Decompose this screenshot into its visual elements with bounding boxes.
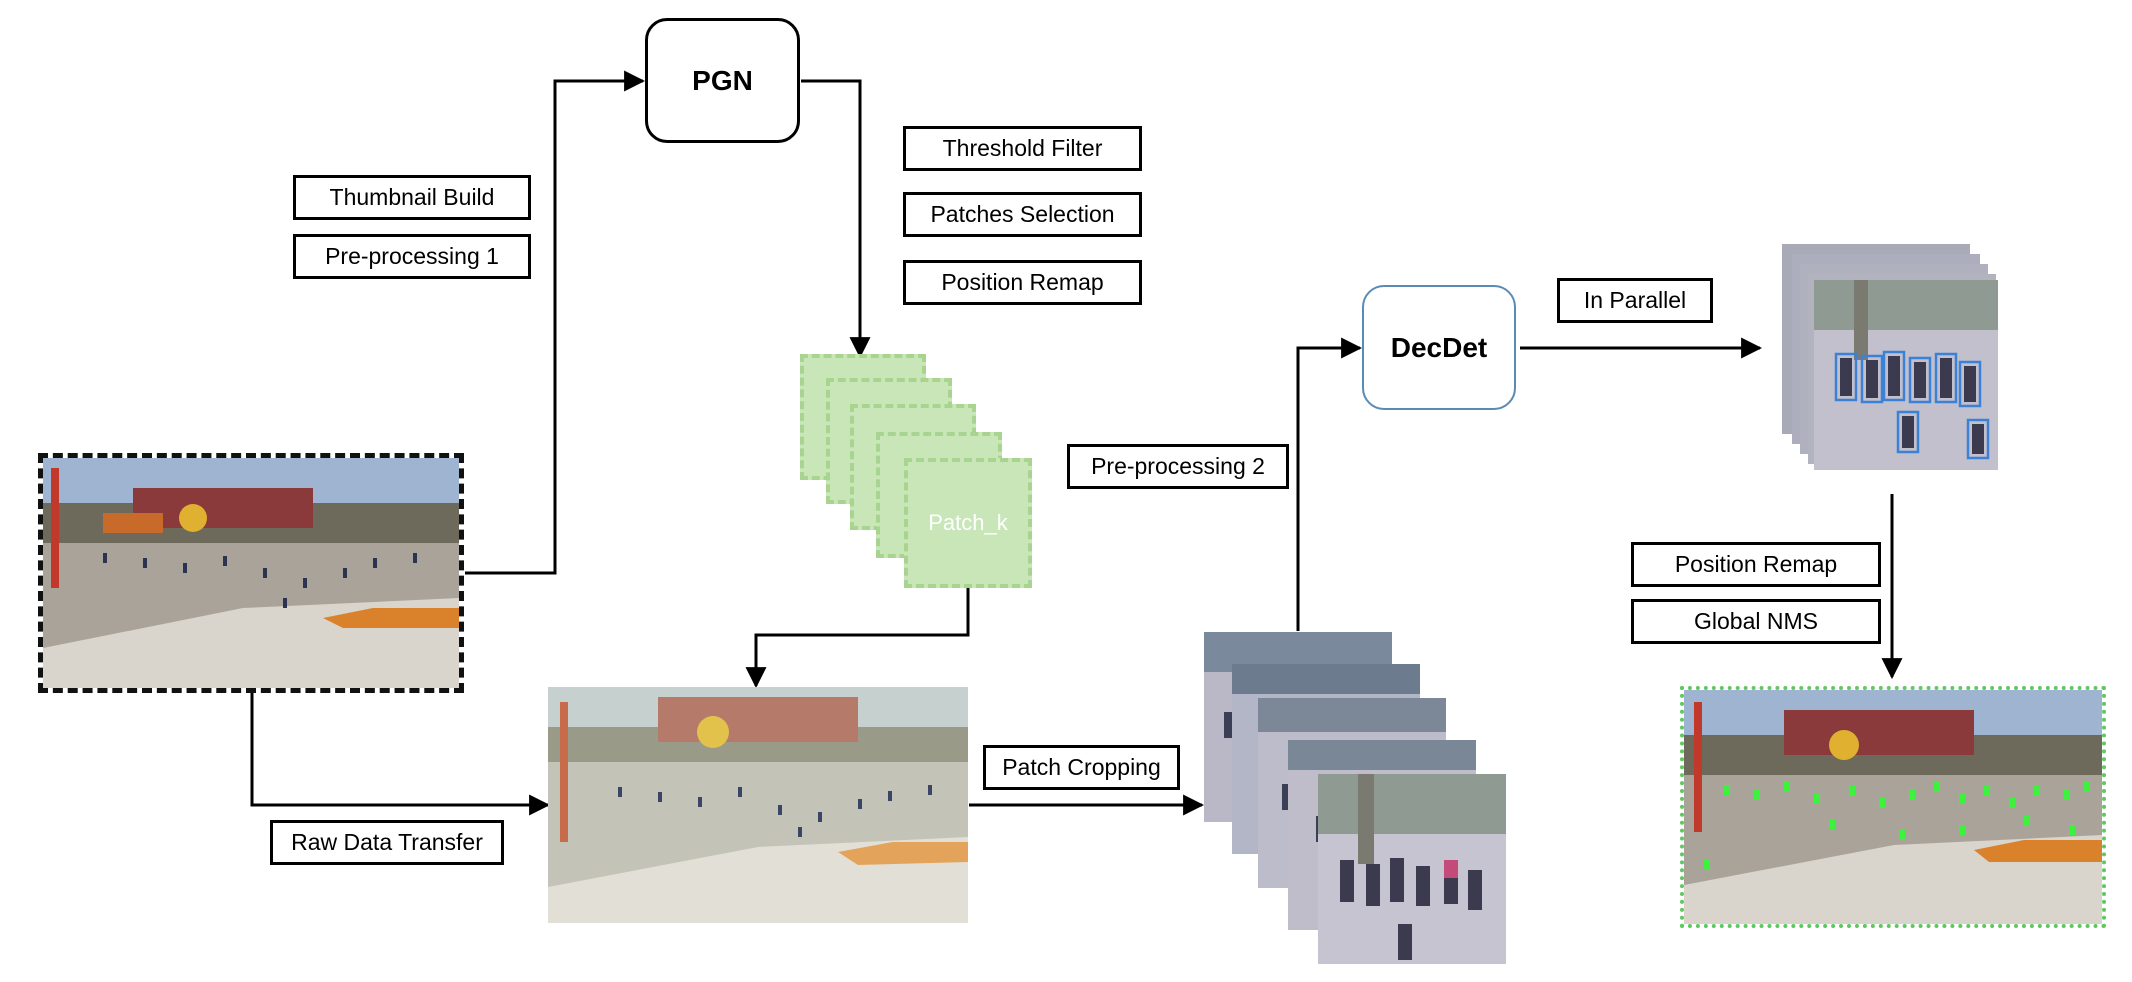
label-position-remap: Position Remap — [903, 260, 1142, 305]
arrow-image-to-pgn — [465, 70, 646, 575]
label-global-nms: Global NMS — [1631, 599, 1881, 644]
arrow-patches-to-full — [745, 588, 970, 689]
label-raw-data-transfer: Raw Data Transfer — [270, 820, 504, 865]
arrow-raw-transfer — [250, 693, 551, 816]
label-threshold-filter: Threshold Filter — [903, 126, 1142, 171]
label-thumbnail-build: Thumbnail Build — [293, 175, 531, 220]
label-patches-selection: Patches Selection — [903, 192, 1142, 237]
decdet-node: DecDet — [1362, 285, 1516, 410]
label-pre-processing-1: Pre-processing 1 — [293, 234, 531, 279]
label-pre-processing-2: Pre-processing 2 — [1067, 444, 1289, 489]
label-in-parallel: In Parallel — [1557, 278, 1713, 323]
final-result-image — [1680, 686, 2106, 928]
arrow-to-decdet — [1296, 337, 1363, 631]
arrow-pgn-to-patches — [801, 79, 871, 359]
label-patch-cropping: Patch Cropping — [983, 745, 1180, 790]
detection-result-front — [1814, 280, 1998, 470]
full-resolution-image — [548, 687, 968, 923]
input-thumbnail-image — [38, 453, 464, 693]
pgn-node: PGN — [645, 18, 800, 143]
label-position-remap-right: Position Remap — [1631, 542, 1881, 587]
cropped-patch-front — [1318, 774, 1506, 964]
patch-k-label: Patch_k — [928, 510, 1008, 535]
patch-stack-k: Patch_k — [904, 458, 1032, 588]
